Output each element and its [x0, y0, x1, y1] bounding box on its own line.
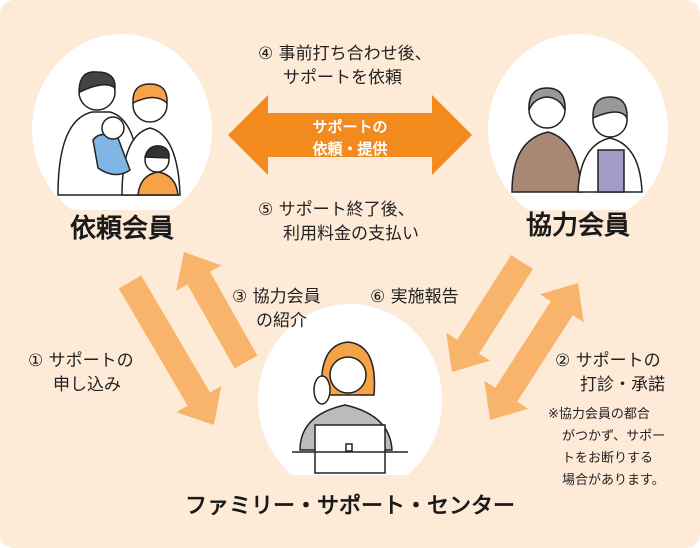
- step2-line1: ② サポートの: [555, 351, 661, 371]
- note-line1: ※協力会員の都合: [548, 407, 650, 422]
- step4-line2: サポートを依頼: [283, 68, 402, 88]
- step6-label: ⑥ 実施報告: [370, 287, 459, 307]
- arrow-step6: [446, 255, 533, 372]
- operator-illustration-icon: [292, 341, 408, 474]
- step5-line1: ⑤ サポート終了後、: [258, 200, 415, 220]
- main-double-arrow: [228, 95, 472, 175]
- requester-label: 依頼会員: [69, 214, 174, 244]
- note-line3: トをお断りする: [562, 451, 654, 466]
- arrow-step2: [484, 283, 584, 420]
- step3-line2: の紹介: [256, 311, 307, 331]
- note: ※協力会員の都合 がつかず、サポー トをお断りする 場合があります。: [548, 404, 680, 492]
- helper-circle: [488, 34, 668, 210]
- main-arrow-label-line1: サポートの: [312, 118, 388, 136]
- note-line2: がつかず、サポー: [562, 429, 666, 444]
- elderly-couple-illustration-icon: [511, 87, 643, 193]
- note-line4: 場合があります。: [562, 473, 665, 488]
- arrow-step1: [118, 275, 222, 425]
- family-illustration-icon: [57, 71, 181, 196]
- step4-line1: ④ 事前打ち合わせ後、: [258, 44, 432, 64]
- step2-line2: 打診・承諾: [580, 375, 665, 395]
- center-label: ファミリー・サポート・センター: [184, 494, 515, 519]
- main-arrow-label-line2: 依頼・提供: [312, 140, 388, 158]
- step3-line1: ③ 協力会員: [232, 287, 321, 307]
- helper-label: 協力会員: [525, 211, 630, 241]
- arrow-step3: [176, 252, 258, 369]
- step1-line1: ① サポートの: [28, 351, 134, 371]
- step5-line2: 利用料金の支払い: [283, 224, 419, 244]
- main-arrow-label: サポートの 依頼・提供: [290, 116, 410, 160]
- step1-line2: 申し込み: [53, 375, 121, 395]
